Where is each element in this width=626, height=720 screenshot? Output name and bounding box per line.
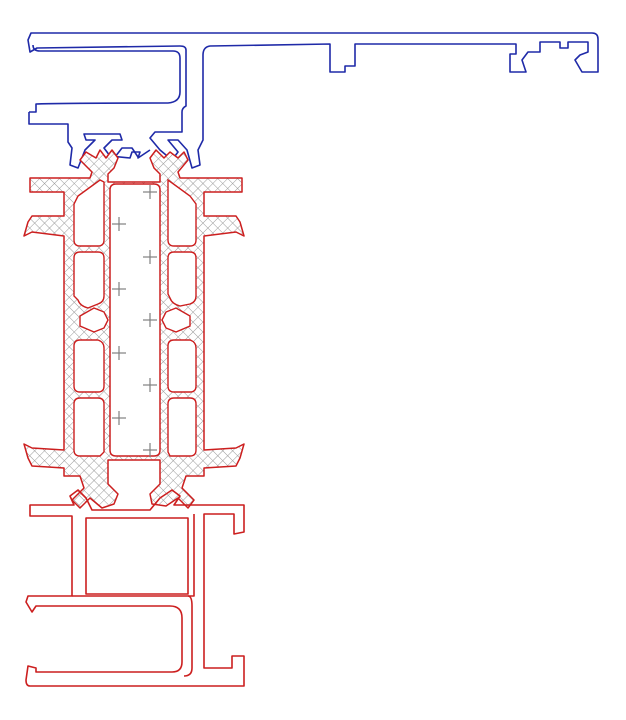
bottom-profile-leg — [183, 595, 193, 677]
cover-profile — [27, 32, 599, 169]
bottom-profile-chamber — [85, 517, 189, 595]
frame-left-connector-nub — [79, 307, 109, 333]
frame-left-chamber-4 — [73, 397, 105, 457]
cover-profile-lower-lip — [28, 112, 151, 169]
cover-profile-center-notch — [114, 147, 139, 158]
cover-profile-inner-channel — [29, 44, 181, 113]
frame-right-chamber-2 — [167, 251, 197, 307]
frame-right-chamber-4 — [167, 397, 197, 457]
frame-left-chamber-1 — [73, 179, 105, 247]
cavity-fill-markers — [112, 185, 157, 457]
bottom-profile-web — [72, 514, 195, 597]
plus-marker-icon — [112, 217, 126, 231]
frame-left-chamber-2 — [73, 251, 105, 309]
frame-central-cavity — [109, 183, 161, 457]
cover-profile-outline — [27, 32, 599, 169]
plus-marker-icon — [143, 185, 157, 199]
frame-right-connector-nub — [161, 307, 191, 333]
plus-marker-icon — [112, 411, 126, 425]
plus-marker-icon — [143, 250, 157, 264]
plus-marker-icon — [112, 282, 126, 296]
bottom-profile-outline — [25, 489, 245, 687]
plus-marker-icon — [143, 443, 157, 457]
plus-marker-icon — [143, 313, 157, 327]
plus-marker-icon — [112, 346, 126, 360]
frame-left-chamber-3 — [73, 339, 105, 393]
bottom-profile — [25, 489, 245, 687]
frame-profile — [23, 149, 245, 509]
frame-right-chamber-1 — [167, 178, 197, 247]
frame-right-chamber-3 — [167, 339, 197, 393]
plus-marker-icon — [143, 378, 157, 392]
